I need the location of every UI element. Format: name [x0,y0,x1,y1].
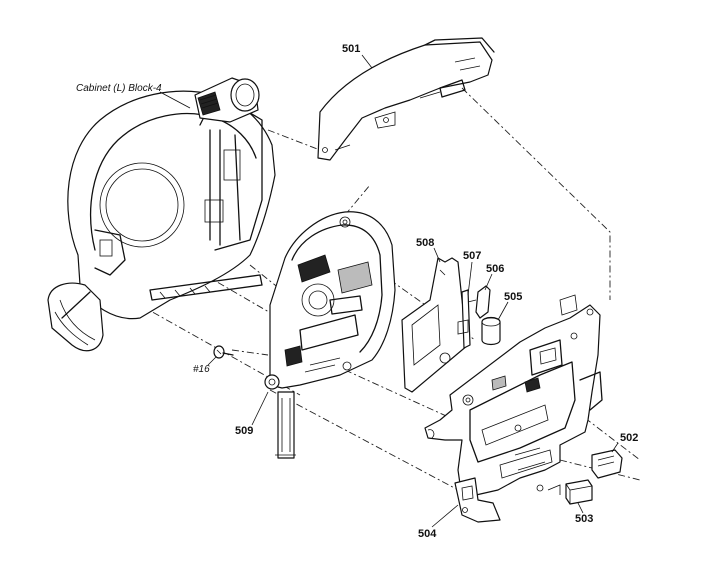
label-505: 505 [504,291,522,303]
label-502: 502 [620,432,638,444]
main-frame-chassis [424,294,603,523]
part-503 [565,479,593,505]
part-502 [591,449,623,479]
label-507: 507 [463,250,481,262]
leader-lines [159,54,619,528]
label-506: 506 [486,263,504,275]
label-509: 509 [235,425,253,437]
part-507 [457,289,471,349]
screw-16 [213,345,234,359]
labels: Cabinet (L) Block-4 501 508 507 506 505 … [76,43,638,540]
part-509-mechanism-frame [264,211,396,459]
label-cabinet-block: Cabinet (L) Block-4 [76,83,162,94]
part-505 [481,316,501,346]
label-501: 501 [342,43,360,55]
part-506 [467,285,491,319]
label-504: 504 [418,528,437,540]
part-501-top-cover [317,37,495,161]
label-508: 508 [416,237,434,249]
label-503: 503 [575,513,593,525]
label-screw-16: #16 [193,364,210,375]
cabinet-left-block [47,77,276,352]
